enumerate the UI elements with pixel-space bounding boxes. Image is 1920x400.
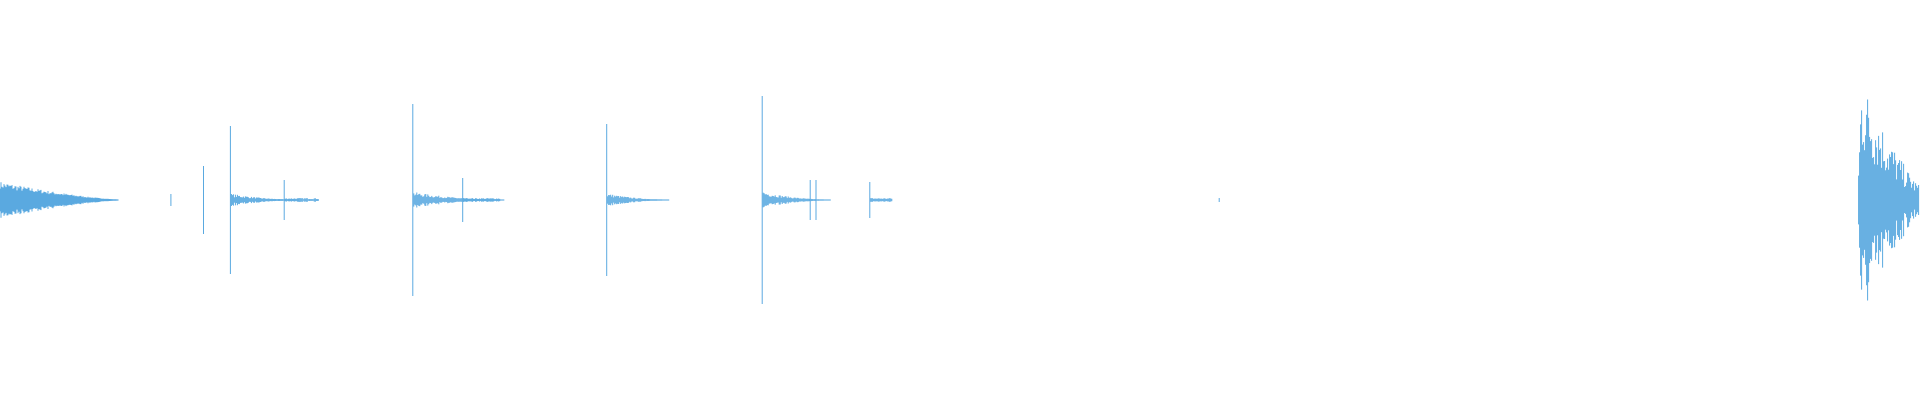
waveform-marks [0, 96, 1920, 304]
